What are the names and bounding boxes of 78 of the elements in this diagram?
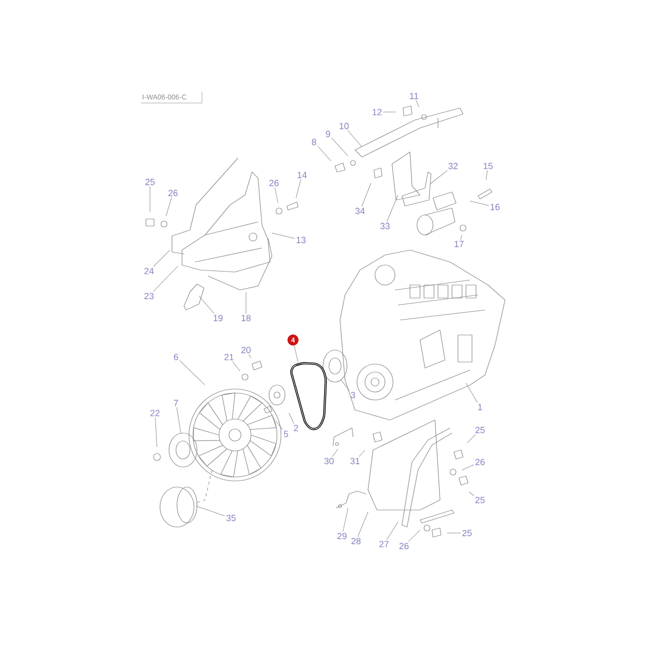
callout-number: 13 (296, 236, 306, 244)
callout-number: 35 (226, 514, 236, 522)
callout-number: 25 (475, 426, 485, 434)
leader-line (358, 450, 366, 457)
callout-number: 18 (242, 314, 251, 322)
callout-number: 22 (150, 410, 160, 416)
callout-number: 15 (484, 162, 493, 170)
callout-number: 19 (214, 314, 223, 322)
callout-number: 26 (399, 542, 409, 550)
leader-line (166, 197, 172, 216)
callout-number: 3 (350, 392, 356, 398)
callout-number: 14 (298, 172, 307, 178)
callout-number: 8 (312, 138, 316, 146)
callout-number: 11 (410, 92, 418, 100)
leader-line (462, 464, 474, 470)
callout-number: 2 (294, 424, 298, 432)
callout-number: 24 (144, 268, 154, 274)
leader-line (317, 146, 332, 162)
leader-line (348, 130, 362, 148)
leader-line (276, 420, 283, 430)
callout-number: 25 (475, 496, 485, 504)
leader-line (179, 360, 206, 386)
callout-number: 26 (475, 458, 485, 466)
leader-line (361, 182, 372, 207)
leader-line (176, 407, 182, 434)
leader-line (358, 512, 368, 537)
callout-number: 32 (448, 162, 458, 170)
callout-number: 28 (351, 538, 361, 544)
callout-number: 25 (145, 178, 155, 186)
leader-line (466, 382, 478, 403)
callout-number: 16 (490, 204, 500, 210)
callout-number: 34 (355, 208, 365, 214)
leader-line (296, 179, 302, 198)
leader-line (155, 417, 158, 448)
callout-number: 25 (462, 530, 472, 536)
callout-number: 9 (326, 130, 330, 138)
callout-number: 23 (144, 292, 154, 300)
leader-line (232, 361, 240, 372)
callout-number: 31 (350, 458, 360, 464)
leader-line (248, 354, 252, 358)
callout-number: 30 (324, 458, 334, 464)
leader-line (274, 187, 278, 204)
leader-line (331, 138, 348, 156)
callout-number: 7 (174, 400, 178, 406)
callout-number: 27 (379, 540, 389, 548)
leader-line (272, 232, 296, 239)
callout-number: 29 (337, 532, 347, 540)
callout-number: 33 (380, 222, 390, 230)
leader-line (446, 532, 462, 534)
leader-line (460, 234, 462, 240)
callout-number: 10 (340, 122, 349, 130)
leader-line (386, 194, 398, 222)
leader-line (342, 508, 348, 532)
callout-number: 17 (454, 240, 464, 248)
leader-line (153, 250, 170, 267)
leader-line (468, 492, 474, 496)
callout-number: 21 (224, 354, 234, 360)
leader-line (294, 345, 298, 362)
leader-line (386, 522, 398, 540)
leader-line (486, 170, 488, 180)
callout-number: 1 (478, 404, 482, 410)
callout-number: 26 (168, 190, 178, 196)
leader-line (332, 448, 338, 457)
callout-number: 5 (284, 430, 288, 438)
callout-number: 26 (269, 180, 279, 186)
leader-line (430, 170, 448, 184)
callout-number: 20 (241, 346, 251, 354)
leader-line (198, 296, 214, 314)
leader-line (196, 506, 226, 516)
leader-line (340, 380, 350, 391)
leader-line (416, 100, 420, 108)
leader-line (288, 412, 294, 424)
leader-line (470, 200, 490, 206)
leader-line (466, 434, 476, 444)
leader-line (153, 266, 178, 292)
callout-number: 6 (174, 354, 178, 360)
callout-number: 12 (372, 108, 382, 116)
leader-line (408, 530, 420, 542)
